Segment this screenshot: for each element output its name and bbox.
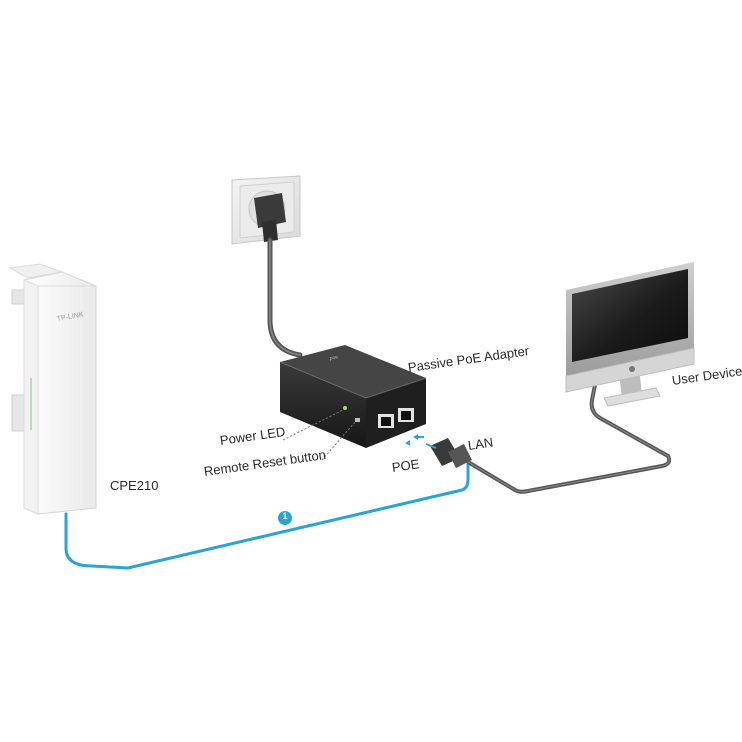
power-led-icon bbox=[343, 406, 347, 410]
cpe210-label: CPE210 bbox=[110, 478, 159, 493]
apple-logo-icon bbox=[629, 366, 635, 372]
svg-text:poe: poe bbox=[329, 354, 339, 362]
power-plug bbox=[254, 193, 286, 228]
cpe210-device bbox=[8, 263, 97, 515]
step-1-number: 1 bbox=[282, 511, 288, 521]
power-led-leader bbox=[282, 409, 344, 441]
wall-socket bbox=[231, 175, 301, 245]
user-device-monitor bbox=[565, 262, 695, 407]
poe-adapter: poe bbox=[279, 345, 427, 448]
reset-leader bbox=[321, 420, 357, 461]
power-cord bbox=[267, 237, 303, 358]
step-1-cable bbox=[64, 463, 470, 570]
reset-button-icon bbox=[355, 418, 360, 422]
step-1-badge bbox=[278, 511, 292, 525]
lan-cable bbox=[466, 383, 672, 494]
